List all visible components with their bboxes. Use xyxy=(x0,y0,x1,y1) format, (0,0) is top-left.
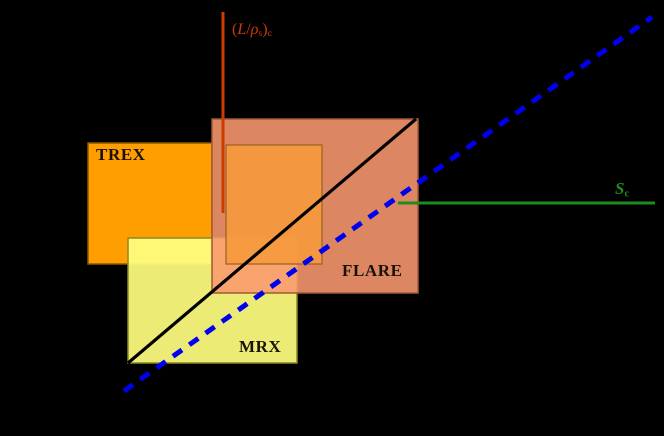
critical-length-numer: L xyxy=(237,21,247,38)
critical-length-sub: c xyxy=(267,28,272,40)
region-label-flare: FLARE xyxy=(342,261,403,280)
solid-diagonal-line xyxy=(126,117,418,365)
critical-length-denom: ρ xyxy=(250,21,259,38)
critical-length-slash: / xyxy=(246,21,251,38)
region-label-trex: TREX xyxy=(96,145,146,164)
critical-s-sub: c xyxy=(624,188,630,200)
critical-length-open: ( xyxy=(232,21,238,38)
critical-s-label: Sc xyxy=(615,180,629,200)
critical-s-symbol: S xyxy=(615,179,625,198)
region-label-mrx: MRX xyxy=(239,337,282,356)
region-rect-overlap-highlight xyxy=(225,144,323,265)
critical-length-label: (L/ρs)c xyxy=(232,22,272,39)
critical-length-denom-sub: s xyxy=(258,28,263,40)
critical-length-close: ) xyxy=(262,21,268,38)
dashed-diagonal-line xyxy=(122,14,654,394)
